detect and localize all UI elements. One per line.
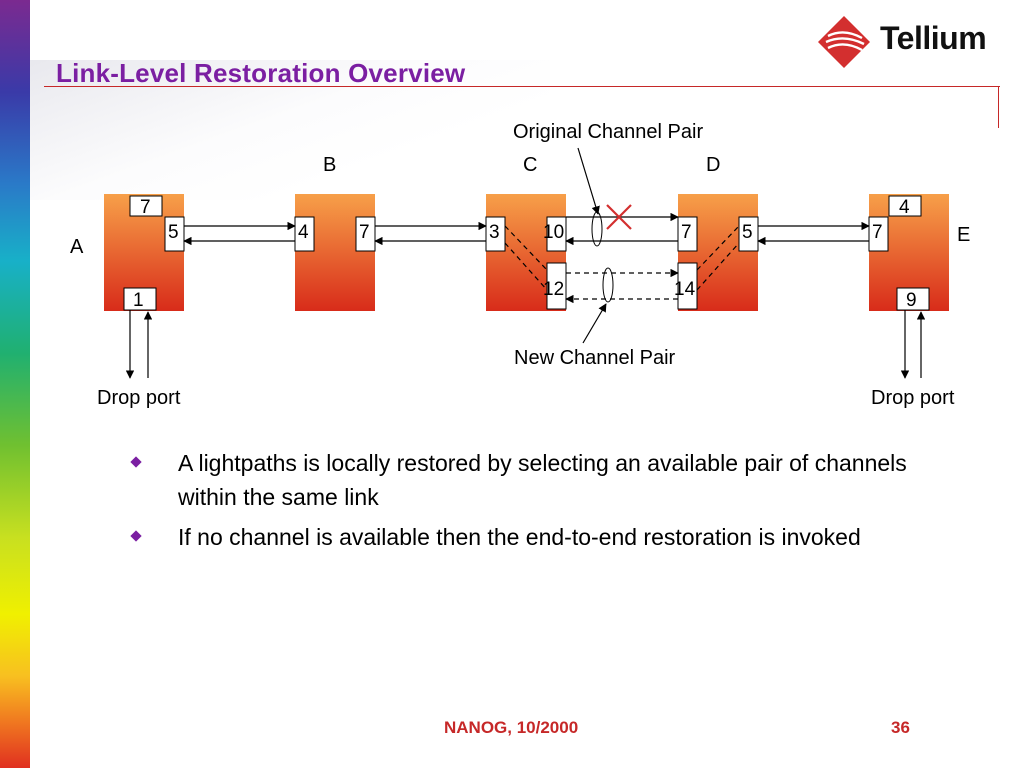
port-box-e-bottom [896, 287, 930, 311]
bullet-item: If no channel is available then the end-… [130, 520, 910, 554]
port-a-top: 7 [140, 197, 151, 218]
port-d-left-bottom: 14 [674, 279, 696, 300]
original-pair-label: Original Channel Pair [513, 121, 703, 143]
node-label-d: D [706, 154, 720, 176]
port-c-left: 3 [489, 222, 500, 243]
port-d-right: 5 [742, 222, 753, 243]
port-d-left-top: 7 [681, 222, 692, 243]
port-a-right: 5 [168, 222, 179, 243]
bullet-text: If no channel is available then the end-… [178, 524, 861, 550]
port-e-left: 7 [872, 222, 883, 243]
tellium-logo-icon [818, 16, 870, 68]
cross-connect-c-1 [504, 225, 548, 271]
diamond-bullet-icon [130, 456, 142, 468]
cross-connect-d-2 [696, 242, 740, 291]
drop-port-label-left: Drop port [97, 387, 181, 409]
port-box-a-right [164, 216, 185, 252]
cross-connect-d-1 [696, 225, 740, 271]
port-box-b-right [355, 216, 376, 252]
diamond-bullet-icon [130, 530, 142, 542]
port-box-e-left [868, 216, 889, 252]
node-label-e: E [957, 224, 970, 246]
title-rule-end [998, 86, 999, 128]
bullet-text: A lightpaths is locally restored by sele… [178, 450, 907, 510]
port-box-d-left-bottom [677, 262, 698, 310]
node-label-c: C [523, 154, 537, 176]
slide-title: Link-Level Restoration Overview [56, 58, 466, 88]
node-label-b: B [323, 154, 336, 176]
port-box-c-left [485, 216, 506, 252]
node-b [295, 194, 375, 311]
port-e-top: 4 [899, 197, 910, 218]
new-pair-label: New Channel Pair [514, 347, 676, 369]
port-box-d-left-top [677, 216, 698, 252]
new-pair-pointer [582, 303, 607, 344]
new-pair-ellipse [602, 267, 614, 303]
port-box-d-right [738, 216, 759, 252]
port-box-c-right-bottom [546, 262, 567, 310]
page-number: 36 [891, 718, 910, 737]
port-box-a-top [129, 195, 163, 217]
bullet-item: A lightpaths is locally restored by sele… [130, 446, 910, 514]
port-e-bottom: 9 [906, 290, 917, 311]
port-c-right-bottom: 12 [543, 279, 564, 300]
drop-port-label-right: Drop port [871, 387, 955, 409]
rainbow-sidebar [0, 0, 30, 768]
port-a-bottom: 1 [133, 290, 144, 311]
port-box-b-left [294, 216, 315, 252]
port-b-left: 4 [298, 222, 309, 243]
port-c-right-top: 10 [543, 222, 564, 243]
bullet-list: A lightpaths is locally restored by sele… [130, 446, 910, 560]
node-label-a: A [70, 236, 84, 258]
failure-x-icon [606, 204, 632, 230]
logo-text: Tellium [880, 20, 987, 56]
original-pair-pointer [577, 147, 600, 215]
port-box-a-bottom [123, 287, 157, 311]
title-rule [44, 86, 1000, 87]
port-b-right: 7 [359, 222, 370, 243]
port-box-e-top [888, 195, 922, 217]
cross-connect-c-2 [504, 242, 548, 291]
restoration-diagram: A B C D E 7 5 1 4 7 3 10 12 7 14 5 4 7 9 [70, 121, 970, 409]
port-box-c-right-top [546, 216, 567, 252]
footer-event: NANOG, 10/2000 [444, 718, 579, 737]
